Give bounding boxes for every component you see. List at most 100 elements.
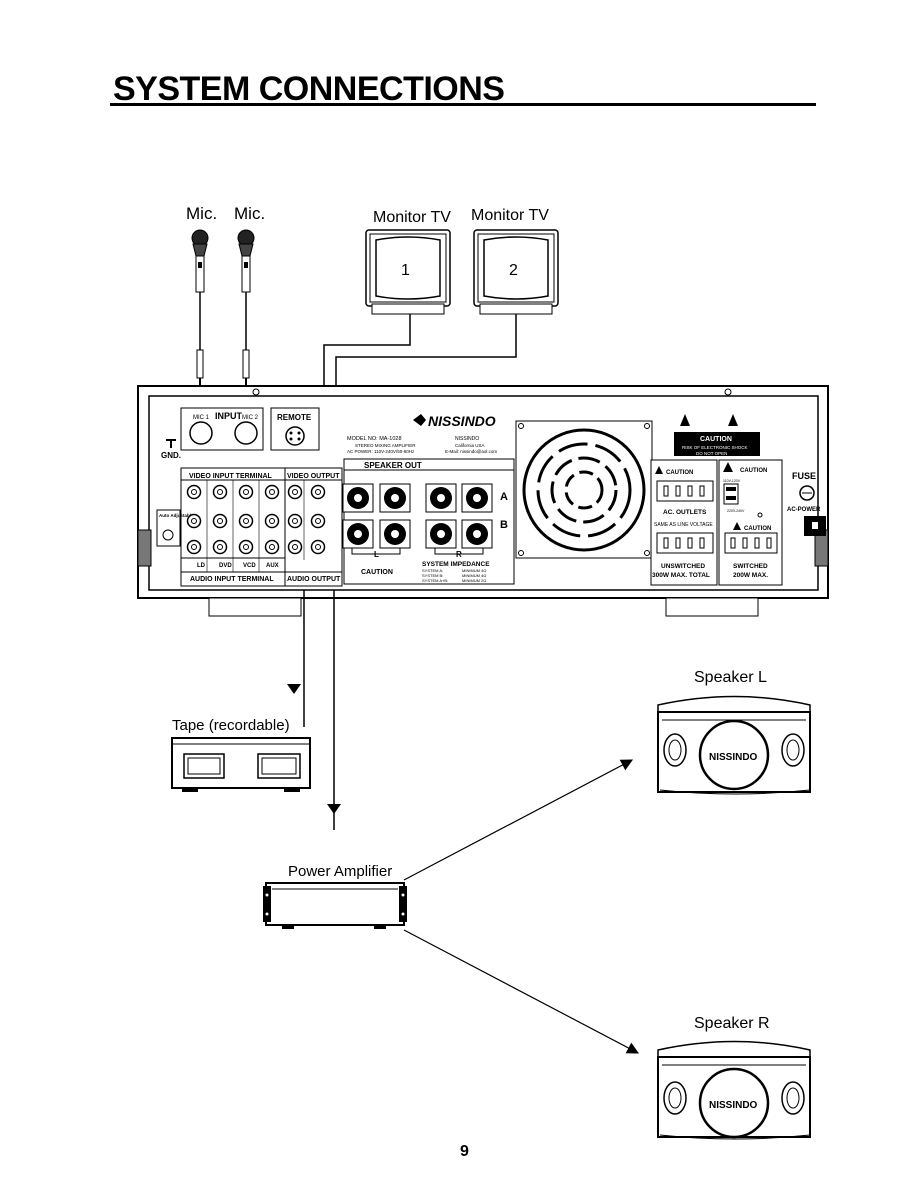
- rca-jack-center-icon: [269, 544, 275, 550]
- rca-jack-icon: [212, 484, 228, 500]
- rca-jack-icon: [287, 539, 303, 555]
- amp-cable-arrow-icon: [327, 804, 341, 814]
- page-title: SYSTEM CONNECTIONS: [113, 70, 505, 108]
- fuse-icon: [799, 485, 815, 501]
- monitor-tv-1-number: 1: [401, 262, 410, 279]
- speaker-row-a-label: A: [500, 491, 508, 503]
- video-input-terminal-label: VIDEO INPUT TERMINAL: [189, 473, 273, 480]
- brand-logo-icon: [413, 414, 426, 426]
- rca-jack-center-icon: [292, 489, 298, 495]
- source-aux-label: AUX: [266, 563, 279, 569]
- rca-jack-center-icon: [269, 489, 275, 495]
- system-b-min: MINIMUM 4Ω: [462, 573, 486, 578]
- same-as-line-voltage-label: SAME AS LINE VOLTAGE: [654, 522, 713, 528]
- rca-jack-center-icon: [292, 544, 298, 550]
- voltage-220-label: 220V-240V: [727, 509, 745, 513]
- rca-jack-icon: [264, 513, 280, 529]
- caution-top-line1: RISK OF ELECTRONIC SHOCK: [682, 445, 748, 450]
- speaker-l-icon: [657, 695, 811, 795]
- system-a-label: SYSTEM A:: [422, 568, 443, 573]
- model-number: MODEL NO: MA-1028: [347, 436, 402, 442]
- rca-jack-center-icon: [315, 489, 321, 495]
- microphone-1-icon: [191, 229, 209, 415]
- ac-outlets-section: [650, 459, 783, 586]
- audio-output-cables: [303, 590, 335, 830]
- rca-jack-center-icon: [191, 489, 197, 495]
- speaker-l-label: Speaker L: [694, 669, 767, 686]
- speaker-r-brand: NISSINDO: [709, 1100, 758, 1111]
- speaker-caution-label: CAUTION: [361, 569, 393, 576]
- audio-output-label: AUDIO OUTPUT: [287, 576, 341, 583]
- rca-jack-icon: [287, 484, 303, 500]
- rca-jack-center-icon: [191, 518, 197, 524]
- monitor-tv-2-number: 2: [509, 262, 518, 279]
- mic-2-jack-label: MIC 2: [242, 415, 259, 421]
- switched-label: SWITCHED: [733, 563, 768, 570]
- rca-jacks: [186, 484, 326, 555]
- source-ld-label: LD: [197, 563, 206, 569]
- rca-jack-center-icon: [315, 518, 321, 524]
- unswitched-max-label: 300W MAX. TOTAL: [652, 572, 710, 579]
- ac-power-socket-icon: [804, 516, 826, 536]
- speaker-row-b-label: B: [500, 519, 508, 531]
- tape-label: Tape (recordable): [172, 717, 290, 734]
- voltage-110-label: 110V-120V: [723, 479, 741, 483]
- rca-jack-icon: [186, 484, 202, 500]
- model-power: AC POWER: 110V-240V/50-60Hz: [347, 449, 415, 454]
- mic1-label: Mic.: [186, 204, 217, 223]
- rca-jack-icon: [264, 539, 280, 555]
- system-a-min: MINIMUM 4Ω: [462, 568, 486, 573]
- auto-adjustable-label: Auto Adjustable: [159, 513, 194, 518]
- speaker-cables: [403, 759, 640, 1054]
- rca-jack-icon: [186, 539, 202, 555]
- tape-deck-icon: [171, 737, 311, 792]
- rca-jack-icon: [212, 513, 228, 529]
- speaker-out-label: SPEAKER OUT: [364, 461, 422, 470]
- cooling-fan-icon: [515, 420, 653, 559]
- title-rule: [110, 103, 816, 106]
- rca-jack-center-icon: [191, 544, 197, 550]
- rca-jack-center-icon: [269, 518, 275, 524]
- rca-jack-icon: [264, 484, 280, 500]
- system-ab-label: SYSTEM A+B:: [422, 578, 448, 583]
- system-ab-min: MINIMUM 2Ω: [462, 578, 486, 583]
- rca-jack-center-icon: [217, 489, 223, 495]
- speaker-out-section: [342, 458, 515, 585]
- rca-jack-icon: [310, 513, 326, 529]
- mic-1-jack-label: MIC 1: [193, 415, 210, 421]
- system-impedance-label: SYSTEM IMPEDANCE: [422, 561, 490, 568]
- page-number: 9: [460, 1143, 469, 1160]
- caution-switch-label: CAUTION: [740, 468, 767, 474]
- rca-jack-icon: [287, 513, 303, 529]
- rca-jack-icon: [212, 539, 228, 555]
- rca-jack-center-icon: [315, 544, 321, 550]
- ac-power-label: AC-POWER: [787, 507, 821, 513]
- remote-port: [270, 407, 320, 451]
- speaker-r-label: Speaker R: [694, 1015, 770, 1032]
- power-amplifier-icon: [263, 882, 407, 929]
- speaker-channel-r-label: R: [456, 550, 462, 559]
- speaker-l-brand: NISSINDO: [709, 752, 758, 763]
- rca-jack-icon: [186, 513, 202, 529]
- caution-top-label-box: [674, 432, 760, 456]
- microphone-2-icon: [237, 229, 255, 415]
- input-label: INPUT: [215, 411, 243, 421]
- system-b-label: SYSTEM B:: [422, 573, 443, 578]
- ac-outlets-label: AC. OUTLETS: [663, 509, 707, 516]
- warning-triangle-icons: [680, 414, 738, 426]
- monitor-tv-1-icon: [365, 229, 451, 315]
- rca-jack-center-icon: [243, 518, 249, 524]
- company-location: California USA: [455, 443, 485, 448]
- panel-brand: NISSINDO: [428, 413, 496, 429]
- rca-jack-center-icon: [217, 518, 223, 524]
- caution-top-label: CAUTION: [700, 436, 732, 443]
- rca-jack-icon: [238, 513, 254, 529]
- gnd-label: GND.: [161, 451, 181, 460]
- caution-switch-label-2: CAUTION: [744, 526, 771, 532]
- switched-max-label: 200W MAX.: [733, 572, 768, 579]
- rca-jack-center-icon: [217, 544, 223, 550]
- speaker-r-icon: [657, 1040, 811, 1140]
- monitor-tv-1-label: Monitor TV: [373, 209, 451, 226]
- remote-label: REMOTE: [277, 413, 312, 422]
- source-vcd-label: VCD: [243, 563, 256, 569]
